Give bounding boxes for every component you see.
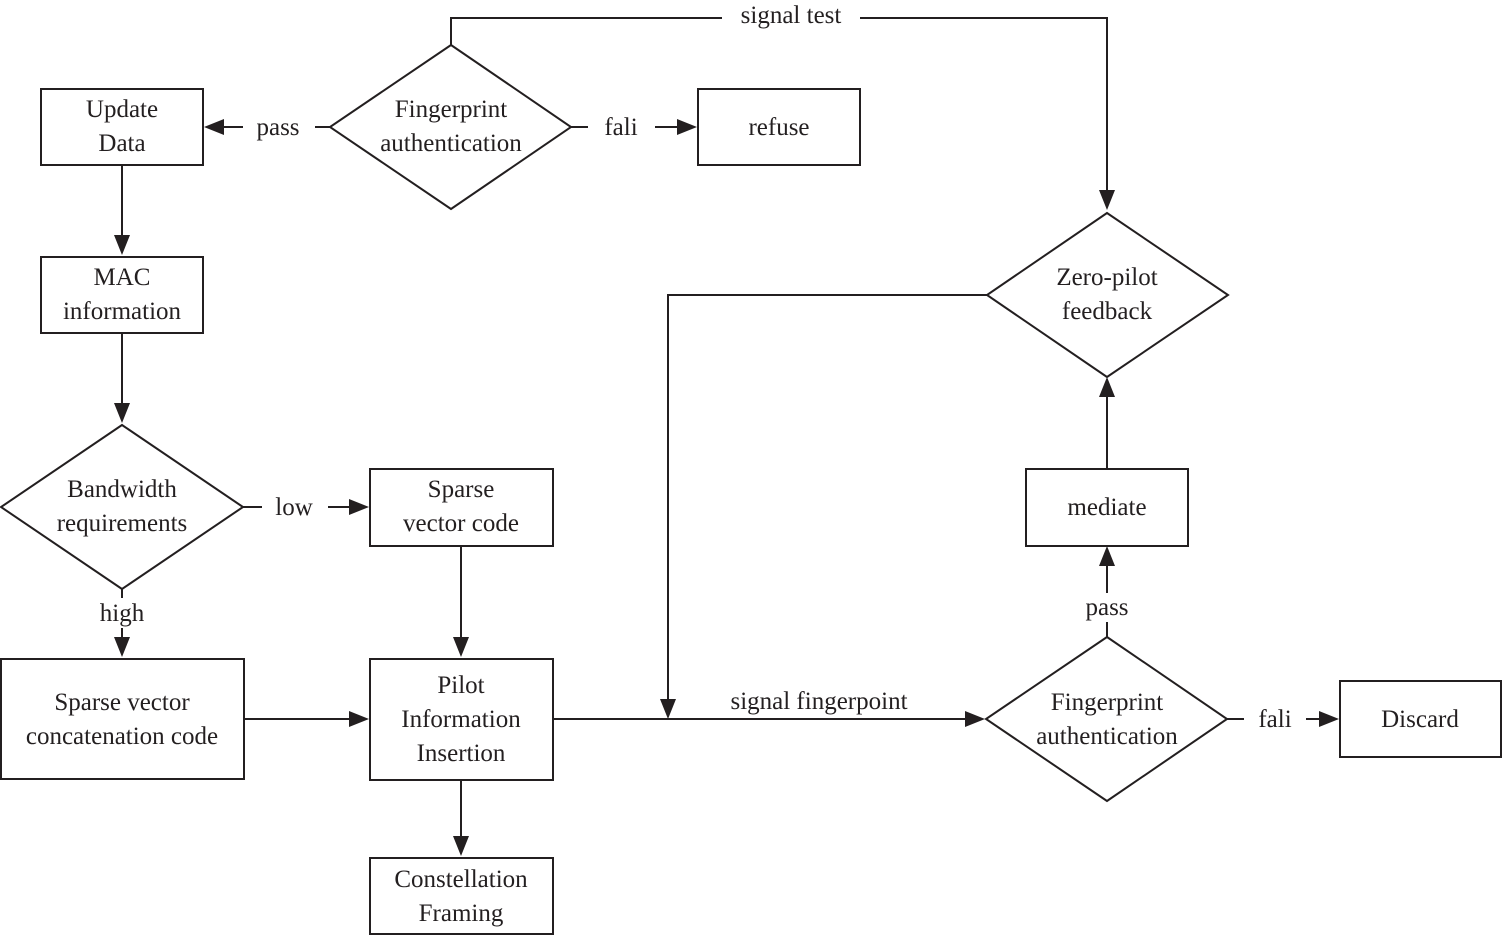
edge-label-low: low (275, 494, 313, 521)
edge-label-signal-fingerpoint: signal fingerpoint (730, 688, 907, 715)
arrowhead (1319, 711, 1339, 727)
node-zero-pilot-feedback: Zero-pilot feedback (985, 211, 1230, 379)
node-label-line: Fingerprint (395, 96, 508, 123)
edge-signal-test-left (450, 17, 722, 45)
edge-feedback-loop (667, 294, 987, 700)
edge-label-fail-bottom: fali (1258, 706, 1291, 733)
node-label-line: Zero-pilot (1056, 264, 1157, 291)
arrowhead (114, 235, 130, 255)
edge-label-pass-bottom: pass (1085, 594, 1128, 621)
node-label-line: Pilot (437, 672, 484, 699)
node-label-line: concatenation code (26, 723, 218, 750)
edge-signal-test-right (860, 17, 1108, 196)
arrowhead (677, 119, 697, 135)
node-label-line: Data (98, 130, 145, 157)
node-label-line: MAC (94, 264, 151, 291)
node-label-line: requirements (57, 510, 188, 537)
node-label-line: Constellation (394, 866, 528, 893)
node-sparse-vector-code: Sparse vector code (369, 468, 554, 547)
edge-labels: signal test pass fali low high signal fi… (100, 2, 1292, 733)
connectors (114, 17, 1339, 856)
node-discard: Discard (1339, 680, 1502, 758)
edge-label-high: high (100, 600, 145, 627)
node-label-line: refuse (748, 114, 809, 141)
node-bandwidth-requirements: Bandwidth requirements (0, 423, 245, 591)
arrowhead (114, 403, 130, 423)
node-label-line: feedback (1062, 298, 1153, 325)
node-label-line: Sparse vector (54, 689, 190, 716)
arrowhead (453, 637, 469, 657)
arrowhead (204, 119, 224, 135)
edge-label-signal-test: signal test (741, 2, 842, 29)
node-label-line: Fingerprint (1051, 689, 1164, 716)
node-label-line: Bandwidth (67, 476, 177, 503)
arrowhead (349, 499, 369, 515)
edge-label-fail-top: fali (604, 114, 637, 141)
node-label-line: Discard (1381, 706, 1459, 733)
arrowhead (1099, 546, 1115, 566)
node-label-line: authentication (1036, 723, 1178, 750)
node-label-line: Information (401, 706, 521, 733)
edge-label-pass-top: pass (256, 114, 299, 141)
arrowhead (453, 836, 469, 856)
arrowhead (1099, 190, 1115, 210)
node-fingerprint-authentication-top: Fingerprint authentication (328, 43, 573, 211)
node-refuse: refuse (697, 88, 861, 166)
arrowhead (114, 637, 130, 657)
arrowhead (660, 699, 676, 719)
node-label-line: Update (86, 96, 158, 123)
node-pilot-information-insertion: Pilot Information Insertion (369, 658, 554, 781)
node-label-line: mediate (1067, 494, 1146, 521)
node-label-line: information (63, 298, 182, 325)
node-fingerprint-authentication-bottom: Fingerprint authentication (984, 635, 1229, 803)
node-constellation-framing: Constellation Framing (369, 857, 554, 935)
arrowhead (1099, 377, 1115, 397)
node-sparse-vector-concatenation-code: Sparse vector concatenation code (0, 658, 245, 780)
node-label-line: vector code (403, 510, 519, 537)
arrowhead (965, 711, 985, 727)
node-label-line: Framing (419, 900, 504, 927)
node-update-data: Update Data (40, 88, 204, 166)
arrowhead (349, 711, 369, 727)
node-label-line: Sparse (428, 476, 495, 503)
node-mac-information: MAC information (40, 256, 204, 334)
node-label-line: Insertion (417, 740, 506, 767)
node-label-line: authentication (380, 130, 522, 157)
node-mediate: mediate (1025, 468, 1189, 547)
